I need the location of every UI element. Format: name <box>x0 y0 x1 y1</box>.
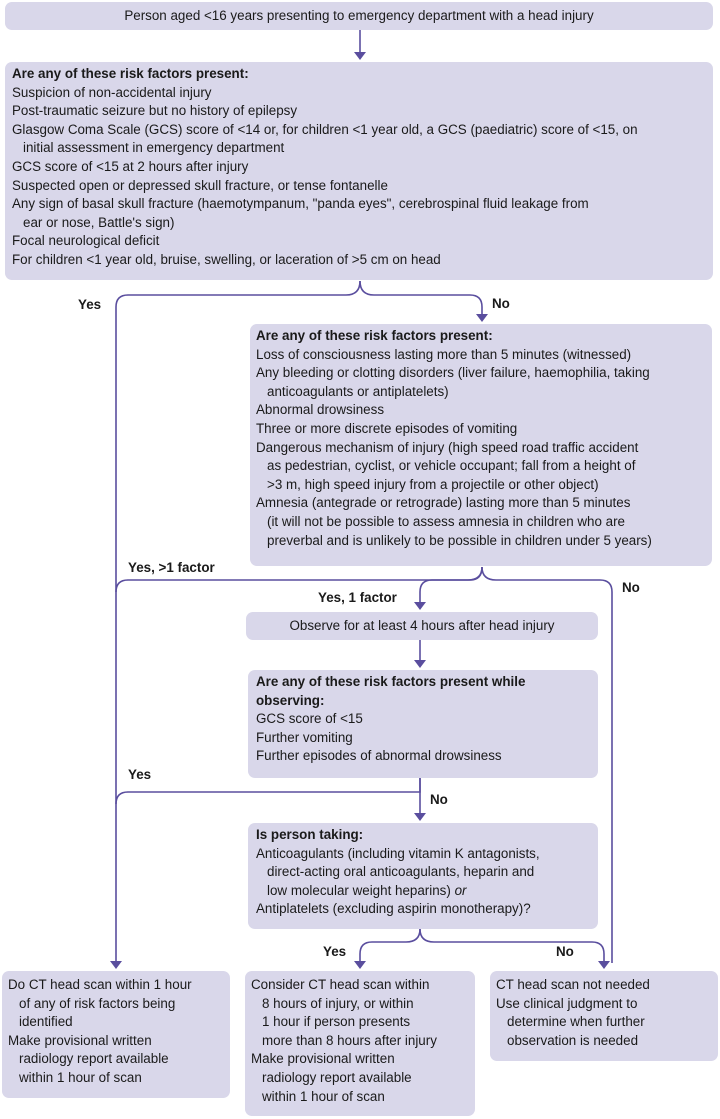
outcome-line: Make provisional written <box>251 1051 395 1067</box>
outcome-line-cont: radiology report available <box>19 1051 169 1067</box>
outcome-line: Make provisional written <box>8 1032 152 1048</box>
medication-item-cont: low molecular weight heparins) or <box>267 882 467 898</box>
medication-item: Anticoagulants (including vitamin K anta… <box>256 845 540 861</box>
outcome-line: Consider CT head scan within <box>251 977 430 992</box>
risk-factor-item-cont: preverbal and is unlikely to be possible… <box>267 532 652 548</box>
outcome-line-cont: radiology report available <box>262 1069 412 1085</box>
risk-factor-item-cont: >3 m, high speed injury from a projectil… <box>267 476 599 492</box>
risk-factor-item: Focal neurological deficit <box>12 233 160 249</box>
risk-factor-item-cont: as pedestrian, cyclist, or vehicle occup… <box>267 458 636 474</box>
start-text: Person aged <16 years presenting to emer… <box>124 8 594 23</box>
outcome-line-cont: identified <box>19 1014 73 1030</box>
risk-factor-item: Any sign of basal skull fracture (haemot… <box>12 196 589 212</box>
risk-factor-item: Any bleeding or clotting disorders (live… <box>256 365 650 381</box>
risk-factor-item: Dangerous mechanism of injury (high spee… <box>256 439 639 455</box>
label-yes-1: Yes <box>78 297 102 312</box>
label-no-1: No <box>492 296 510 311</box>
risk-factor-item-cont: initial assessment in emergency departme… <box>23 140 285 156</box>
label-yes-3: Yes <box>323 944 347 959</box>
outcome-consider-ct: Consider CT head scan within 8 hours of … <box>245 971 475 1116</box>
label-no-2: No <box>622 580 640 595</box>
outcome-line: Use clinical judgment to <box>496 995 638 1011</box>
risk-factors-2-title: Are any of these risk factors present: <box>256 328 493 343</box>
label-no-4: No <box>556 944 574 959</box>
risk-factor-item: Glasgow Coma Scale (GCS) score of <14 or… <box>12 121 638 137</box>
label-no-3: No <box>430 792 448 807</box>
observe-box: Observe for at least 4 hours after head … <box>246 612 598 640</box>
outcome-ct-1-hour: Do CT head scan within 1 hour of any of … <box>2 971 230 1098</box>
outcome-line-cont: determine when further <box>507 1014 645 1030</box>
risk-factor-item: Loss of consciousness lasting more than … <box>256 346 632 362</box>
risk-factor-item: Amnesia (antegrade or retrograde) lastin… <box>256 495 631 511</box>
risk-factors-box-3: Are any of these risk factors present wh… <box>248 670 598 778</box>
label-yes-2: Yes <box>128 767 152 782</box>
outcome-line-cont: 1 hour if person presents <box>262 1014 411 1030</box>
risk-factors-3-title-cont: observing: <box>256 692 325 708</box>
risk-factor-item: Further vomiting <box>256 729 353 745</box>
risk-factor-item: Abnormal drowsiness <box>256 402 385 418</box>
medication-item: Antiplatelets (excluding aspirin monothe… <box>256 901 531 917</box>
risk-factor-item-cont: (it will not be possible to assess amnes… <box>267 513 626 529</box>
risk-factor-item-cont: anticoagulants or antiplatelets) <box>267 383 449 399</box>
medication-box: Is person taking: Anticoagulants (includ… <box>248 823 598 929</box>
medication-title: Is person taking: <box>256 827 364 842</box>
risk-factors-3-title: Are any of these risk factors present wh… <box>256 674 526 689</box>
risk-factors-box-1: Are any of these risk factors present: S… <box>5 62 713 280</box>
outcome-line-cont: observation is needed <box>507 1032 639 1048</box>
medication-item-cont: direct-acting oral anticoagulants, hepar… <box>267 864 535 880</box>
risk-factor-item: Post-traumatic seizure but no history of… <box>12 103 298 119</box>
or-text: or <box>454 882 467 898</box>
label-yes-more-than-1: Yes, >1 factor <box>128 560 215 575</box>
outcome-line-cont: of any of risk factors being <box>19 995 176 1011</box>
outcome-line-cont: 8 hours of injury, or within <box>262 995 414 1011</box>
start-box: Person aged <16 years presenting to emer… <box>5 2 713 30</box>
outcome-ct-not-needed: CT head scan not needed Use clinical jud… <box>490 971 718 1061</box>
outcome-line-cont: within 1 hour of scan <box>262 1088 385 1104</box>
outcome-line-cont: within 1 hour of scan <box>19 1069 142 1085</box>
risk-factor-item: GCS score of <15 <box>256 711 363 727</box>
observe-text: Observe for at least 4 hours after head … <box>289 618 555 633</box>
risk-factor-item-cont: ear or nose, Battle's sign) <box>23 214 175 230</box>
risk-factor-item: GCS score of <15 at 2 hours after injury <box>12 158 249 174</box>
outcome-line: Do CT head scan within 1 hour <box>8 977 192 992</box>
risk-factors-box-2: Are any of these risk factors present: L… <box>250 324 712 566</box>
risk-factor-item: Suspected open or depressed skull fractu… <box>12 177 388 193</box>
risk-factor-item: Suspicion of non-accidental injury <box>12 84 212 100</box>
label-yes-1-factor: Yes, 1 factor <box>318 590 397 605</box>
risk-factor-item: Further episodes of abnormal drowsiness <box>256 748 502 764</box>
risk-factor-item: Three or more discrete episodes of vomit… <box>256 420 518 436</box>
outcome-line-cont: more than 8 hours after injury <box>262 1032 437 1048</box>
outcome-line: CT head scan not needed <box>496 977 650 992</box>
risk-factors-1-title: Are any of these risk factors present: <box>12 66 249 81</box>
risk-factor-item: For children <1 year old, bruise, swelli… <box>12 251 441 267</box>
